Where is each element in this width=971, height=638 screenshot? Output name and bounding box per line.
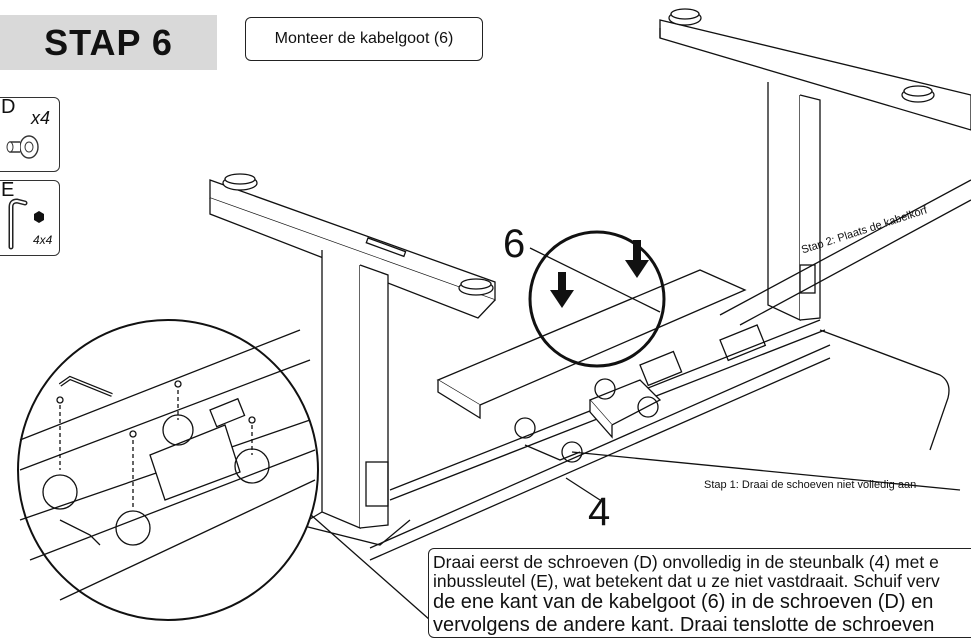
insert-arrows (550, 240, 649, 308)
bolt-icon (6, 135, 39, 159)
part-4-label: 4 (588, 490, 611, 534)
instruction-box: Draai eerst de schroeven (D) onvolledig … (428, 548, 971, 638)
part-e-qty: 4x4 (33, 233, 53, 247)
instruction-line-1: Draai eerst de schroeven (D) onvolledig … (433, 552, 939, 572)
callout-step1: Stap 1: Draai de schoeven niet volledig … (704, 479, 917, 491)
part-e-letter: E (1, 179, 15, 201)
step-title: Monteer de kabelgoot (6) (245, 17, 483, 61)
left-foot (209, 173, 496, 319)
instruction-line-3: de ene kant van de kabelgoot (6) in de s… (433, 591, 934, 613)
part-d-box: D x4 (0, 96, 60, 172)
instruction-line-4: vervolgens de andere kant. Draai tenslot… (433, 614, 935, 636)
part-d-letter: D (1, 96, 16, 118)
part-6-label: 6 (503, 222, 526, 266)
step-badge: STAP 6 (0, 15, 217, 70)
part-e-box: E 4x4 (0, 179, 60, 256)
allen-key-icon (8, 198, 44, 250)
right-foot (659, 8, 971, 131)
instruction-line-2: inbussleutel (E), wat betekent dat u ze … (433, 571, 940, 591)
part-d-qty: x4 (31, 108, 51, 128)
